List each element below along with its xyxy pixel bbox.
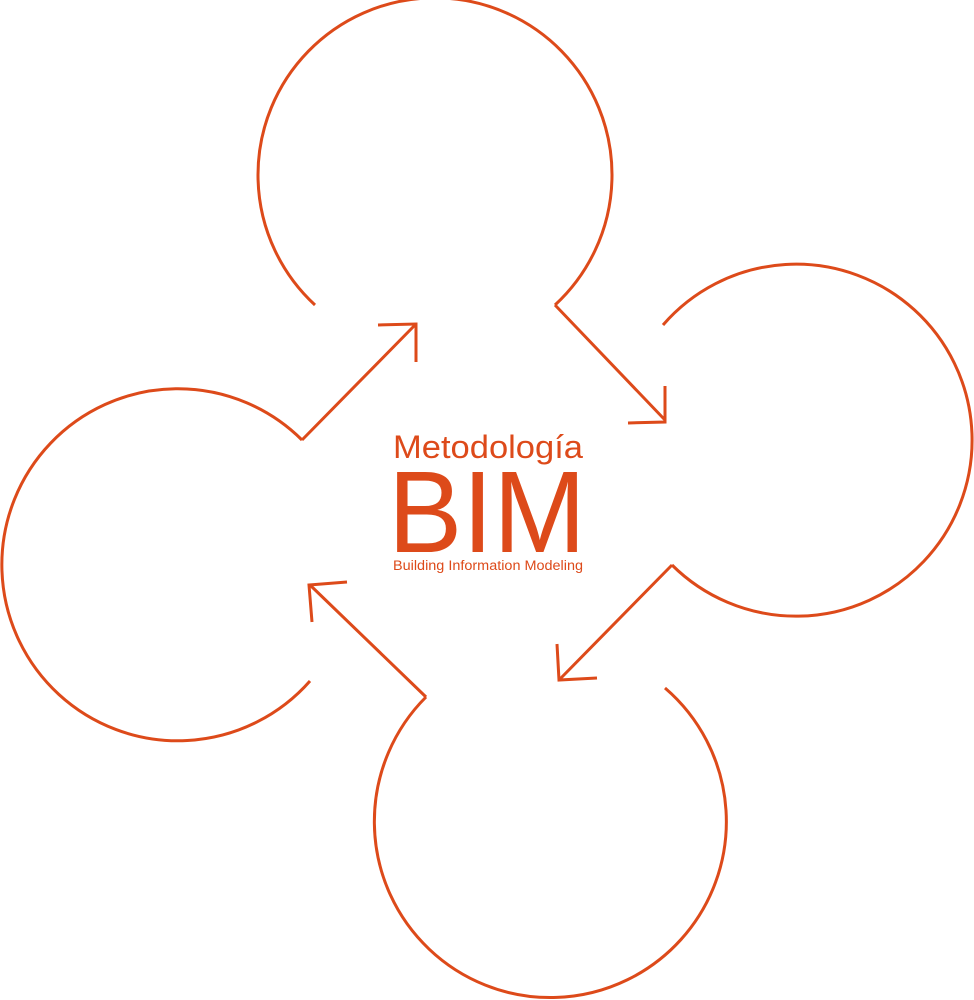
bottom-circle-arc [372,686,728,1000]
title-bim: BIM [388,447,586,577]
right-circle-arc [661,262,974,618]
arrow-right-to-bottom [555,563,674,682]
arrow-top-to-right [553,303,667,425]
arrow-bottom-to-left [307,580,428,699]
arrow-left-to-top [300,322,418,442]
title-metodologia: Metodología [393,429,583,465]
subtitle-building-information-modeling: Building Information Modeling [393,558,583,573]
arrowhead-icon [627,386,667,425]
top-circle-arc [256,0,614,307]
arrowhead-icon [377,322,418,362]
arrowhead-icon [555,643,598,682]
arrowhead-icon [307,580,348,623]
left-circle-arc [0,387,312,743]
